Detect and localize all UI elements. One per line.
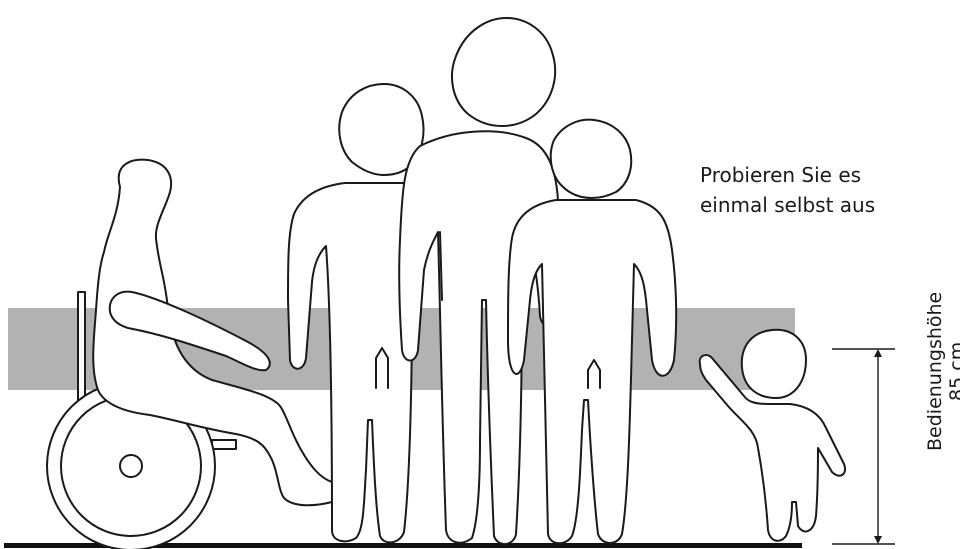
caption-line-2: einmal selbst aus — [700, 190, 875, 220]
dimension-label-title: Bedienungshöhe — [924, 292, 946, 451]
caption-line-1: Probieren Sie es — [700, 160, 875, 190]
caption-text: Probieren Sie es einmal selbst aus — [700, 160, 875, 220]
dimension-label-value: 85 cm — [946, 292, 960, 451]
height-dimension — [832, 349, 895, 544]
adult-figure-tall — [399, 18, 561, 544]
